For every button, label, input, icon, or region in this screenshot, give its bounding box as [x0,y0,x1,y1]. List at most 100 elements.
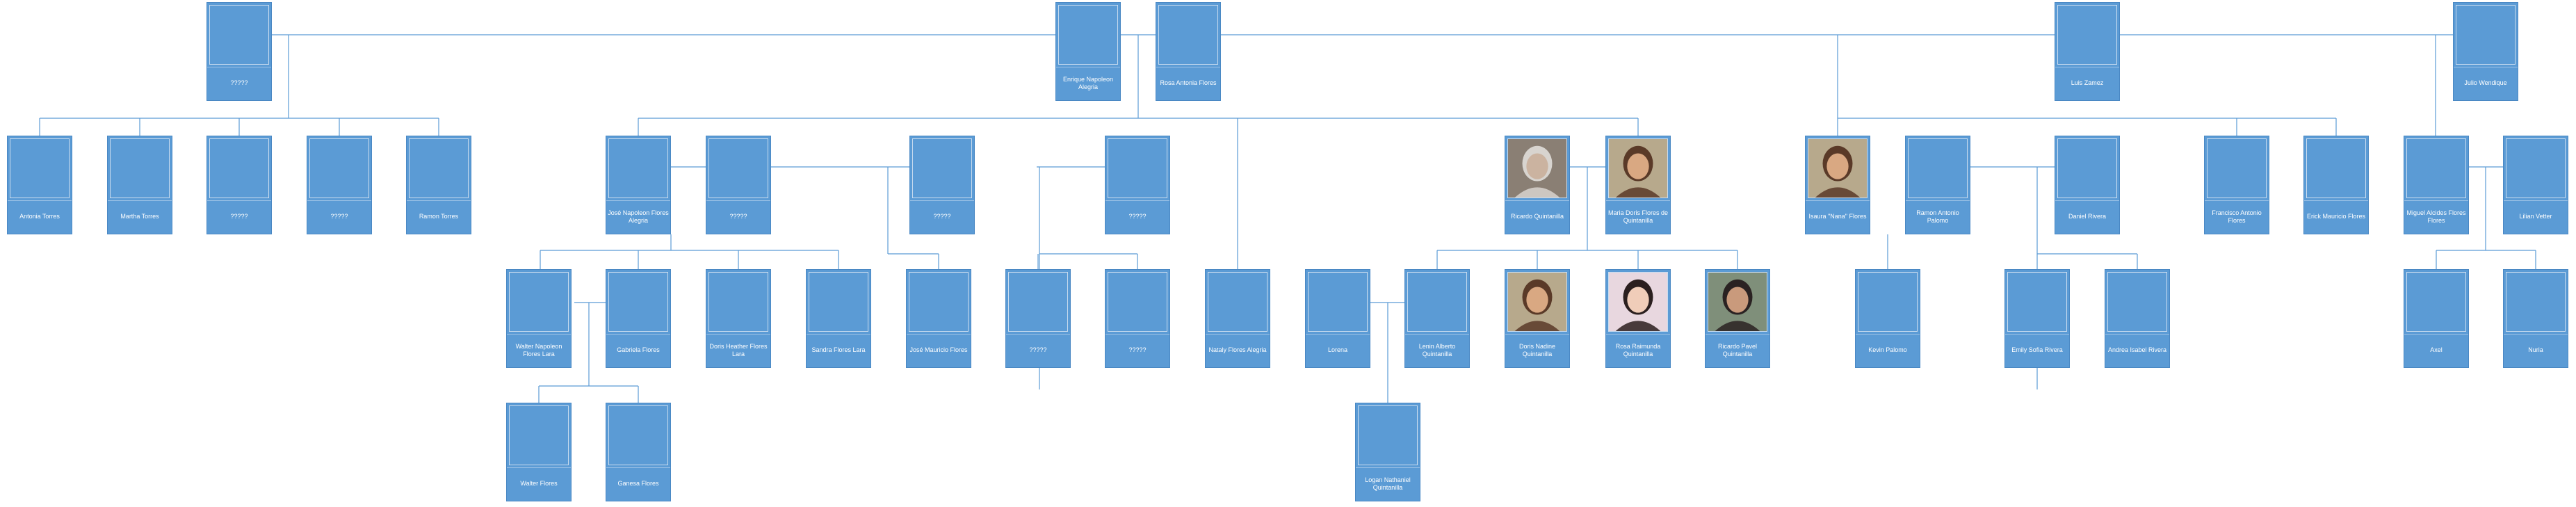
person-card[interactable]: Emily Sofia Rivera [2004,269,2070,368]
person-card[interactable]: Luis Zamez [2055,2,2120,101]
person-card[interactable]: Enrique Napoleon Alegria [1055,2,1121,101]
person-card[interactable]: Walter Napoleon Flores Lara [506,269,572,368]
person-name: Andrea Isabel Rivera [2107,346,2167,353]
person-card[interactable]: Axel [2404,269,2469,368]
card-divider [706,334,770,335]
card-divider [2105,334,2169,335]
card-divider [407,200,471,201]
card-divider [2304,200,2368,201]
person-name: Ganesa Flores [617,480,659,487]
person-card[interactable]: Lenin Alberto Quintanilla [1404,269,1470,368]
photo-image [1708,272,1767,332]
person-card[interactable]: ????? [307,136,372,234]
person-name: José Napoleon Flores Alegria [608,209,669,224]
photo-placeholder [2456,5,2516,65]
person-card[interactable]: Rosa Antonia Flores [1156,2,1221,101]
person-card[interactable]: Nuria [2503,269,2568,368]
person-card[interactable]: ????? [1105,269,1170,368]
person-card[interactable]: ????? [1005,269,1071,368]
photo-placeholder [2306,138,2366,198]
person-card[interactable]: Maria Doris Flores de Quintanilla [1605,136,1671,234]
person-name: Emily Sofia Rivera [2011,346,2063,353]
person-card[interactable]: Lilian Vetter [2503,136,2568,234]
person-name: ????? [230,213,248,220]
card-divider [1606,334,1670,335]
card-divider [207,200,271,201]
photo-placeholder [2057,5,2117,65]
person-card[interactable]: Ricardo Quintanilla [1505,136,1570,234]
person-card[interactable]: Kevin Palomo [1855,269,1920,368]
person-card[interactable]: Walter Flores [506,403,572,501]
person-name: Maria Doris Flores de Quintanilla [1607,209,1669,224]
person-name: Ramon Antonio Palomo [1916,209,1959,224]
person-card[interactable]: Nataly Flores Alegria [1205,269,1270,368]
person-card[interactable]: Ramon Torres [406,136,471,234]
person-card[interactable]: José Napoleon Flores Alegria [606,136,671,234]
person-card[interactable]: Francisco Antonio Flores [2204,136,2269,234]
card-divider [2055,200,2119,201]
person-card[interactable]: ????? [206,2,272,101]
person-name: Julio Wendique [2464,79,2507,86]
person-card[interactable]: Isaura "Nana" Flores [1805,136,1870,234]
person-card[interactable]: Ricardo Pavel Quintanilla [1705,269,1770,368]
person-name: Martha Torres [120,213,159,220]
person-name: Erick Mauricio Flores [2306,213,2365,220]
person-card[interactable]: Andrea Isabel Rivera [2105,269,2170,368]
person-name: Luis Zamez [2071,79,2104,86]
photo-placeholder [110,138,170,198]
photo-placeholder [909,272,969,332]
card-divider [108,200,172,201]
person-card[interactable]: Lorena [1305,269,1370,368]
person-name: Gabriela Flores [617,346,660,353]
person-card[interactable]: José Mauricio Flores [906,269,971,368]
person-name: Doris Heather Flores Lara [709,342,768,357]
person-name: Doris Nadine Quintanilla [1518,342,1556,357]
card-divider [1505,200,1569,201]
person-name: Ricardo Pavel Quintanilla [1717,342,1758,357]
person-card[interactable]: Ramon Antonio Palomo [1905,136,1970,234]
photo-placeholder [2207,138,2267,198]
person-name: Nuria [2528,346,2543,353]
person-card[interactable]: Erick Mauricio Flores [2303,136,2369,234]
card-divider [1505,334,1569,335]
card-divider [1856,334,1920,335]
card-divider [2205,200,2269,201]
person-card[interactable]: Julio Wendique [2453,2,2518,101]
photo-placeholder [2506,138,2566,198]
card-divider [606,334,670,335]
person-name: Sandra Flores Lara [811,346,866,353]
card-divider [1006,334,1070,335]
person-name: Walter Napoleon Flores Lara [515,342,562,357]
person-card[interactable]: Rosa Raimunda Quintanilla [1605,269,1671,368]
photo-placeholder [708,272,768,332]
card-divider [1806,200,1870,201]
photo-placeholder [2406,138,2466,198]
person-card[interactable]: ????? [706,136,771,234]
person-card[interactable]: Miguel Alcides Flores Flores [2404,136,2469,234]
person-card[interactable]: ????? [909,136,975,234]
photo-placeholder [809,272,868,332]
person-name: Ricardo Quintanilla [1510,213,1564,220]
person-card[interactable]: Martha Torres [107,136,172,234]
card-divider [2404,200,2468,201]
person-name: ????? [1128,213,1147,220]
person-card[interactable]: Doris Heather Flores Lara [706,269,771,368]
person-card[interactable]: Sandra Flores Lara [806,269,871,368]
card-divider [606,200,670,201]
photo-placeholder [209,5,269,65]
person-card[interactable]: ????? [1105,136,1170,234]
person-card[interactable]: Gabriela Flores [606,269,671,368]
photo-image [1507,272,1567,332]
photo-placeholder [1158,5,1218,65]
person-card[interactable]: Doris Nadine Quintanilla [1505,269,1570,368]
photo-placeholder [1058,5,1118,65]
person-card[interactable]: ????? [206,136,272,234]
person-card[interactable]: Logan Nathaniel Quintanilla [1355,403,1420,501]
photo-placeholder [1858,272,1918,332]
person-card[interactable]: Ganesa Flores [606,403,671,501]
person-card[interactable]: Daniel Rivera [2055,136,2120,234]
photo-placeholder [509,405,569,465]
person-card[interactable]: Antonia Torres [7,136,72,234]
person-name: Lenin Alberto Quintanilla [1418,342,1456,357]
